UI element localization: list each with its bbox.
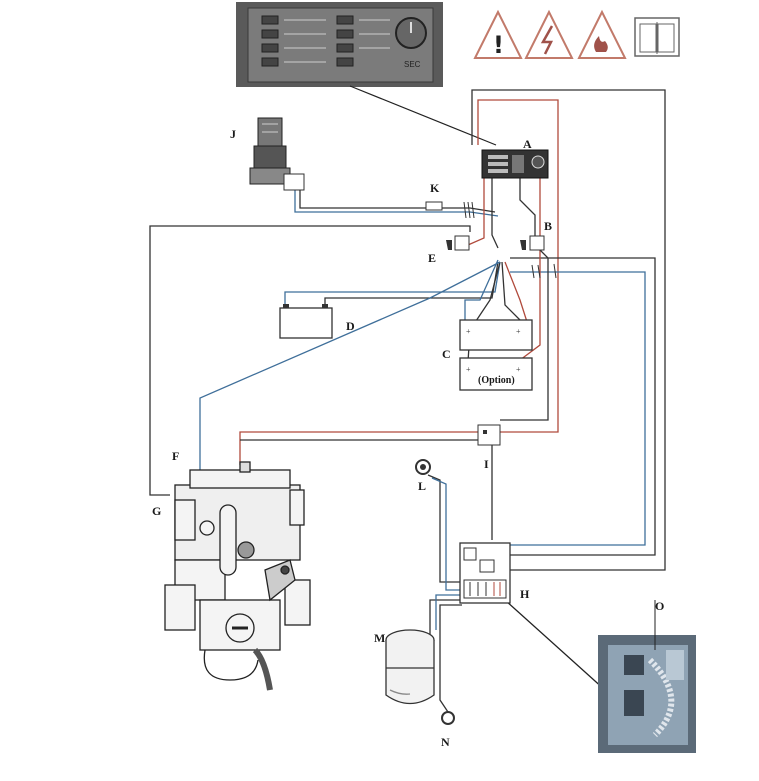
label-j: J [230,127,236,141]
component-n-connector [441,711,455,725]
panel-photo-text: SEC [404,60,421,69]
label-l: L [418,479,426,493]
component-o-photo [598,600,696,753]
label-d: D [346,319,355,333]
component-d-battery [279,304,333,339]
label-i: I [484,457,489,471]
component-a-control-panel [481,149,549,179]
component-e-switch [446,235,470,251]
label-e: E [428,251,436,265]
label-m: M [374,631,385,645]
fire-hazard-icon [577,9,627,59]
component-j-starter [249,117,305,191]
component-l-sensor [415,459,431,475]
control-panel-photo: SEC [236,2,443,87]
label-a: A [523,137,532,151]
label-n: N [441,735,450,749]
label-f: F [172,449,179,463]
label-c: C [442,347,451,361]
battery-option-label: (Option) [478,375,515,386]
component-i-relay [477,424,501,446]
svg-text:!: ! [493,31,504,59]
svg-text:+: + [466,365,471,374]
component-m-cylinder [385,629,435,705]
svg-text:+: + [516,327,521,336]
manual-book-icon [634,17,680,57]
label-h: H [520,587,530,601]
component-h-terminal-box [459,542,511,604]
electrical-hazard-icon [524,9,574,59]
label-k: K [430,181,440,195]
wire-break-marks [463,201,557,279]
exclamation-warning-icon: ! [473,9,523,59]
svg-text:+: + [516,365,521,374]
label-g: G [152,504,161,518]
component-g-engine [164,461,311,691]
component-b-switch [520,235,545,251]
component-k-fuse [425,201,443,211]
component-c-batteries: + + + + [459,319,533,391]
label-o: O [655,599,664,613]
svg-text:+: + [466,327,471,336]
wires [149,89,666,713]
label-b: B [544,219,552,233]
